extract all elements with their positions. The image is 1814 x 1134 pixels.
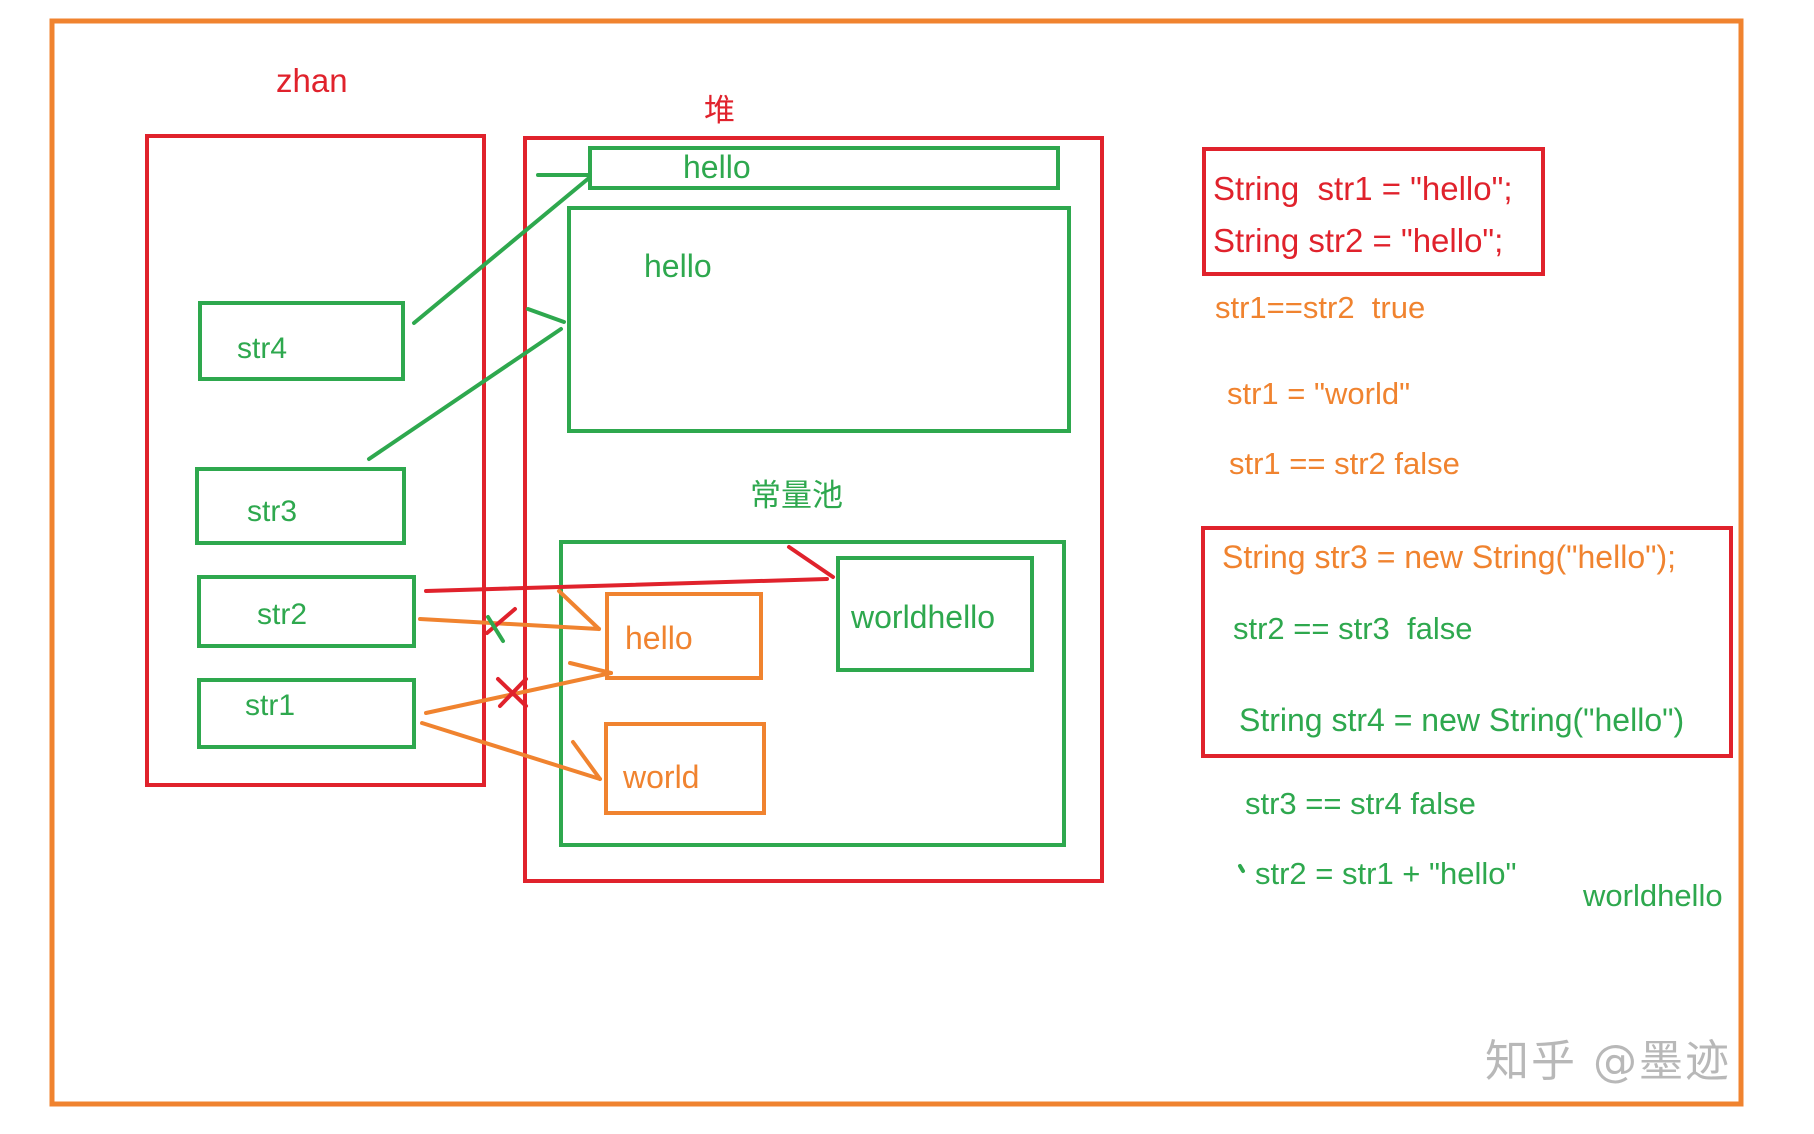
heap-object-hello-2-box [567,206,1071,433]
cross-slash-red [485,607,517,635]
note-compare-1: str1==str2 true [1215,290,1426,325]
heap-object-hello-1-box [588,146,1060,190]
heap-region [523,136,1104,883]
arrow-shaft [418,617,601,631]
code-box-2-line-1: String str3 = new String("hello"); [1222,539,1677,575]
stack-var-str3-label: str3 [247,495,298,528]
arrow-head [571,740,602,781]
code-box-2-line-2: str2 == str3 false [1233,611,1473,646]
stack-var-str2-box [197,575,416,648]
constant-pool-region [559,540,1066,847]
pool-hello-label: hello [625,620,693,656]
ref-str1-to-pool-world [420,721,602,781]
cross-slash-2 [498,677,528,708]
code-box-1-line-2: String str2 = "hello"; [1213,222,1504,259]
ref-str4-to-heap-hello-1 [412,173,591,325]
heap-title: 堆 [704,93,735,129]
note-compare-3: str3 == str4 false [1245,786,1476,821]
stack-title: zhan [276,62,348,99]
note-compare-2: str1 == str2 false [1229,446,1460,481]
arrow-head [787,545,835,579]
arrow-shaft [424,577,829,593]
outer-frame [49,18,1744,1107]
pool-worldhello-box [836,556,1034,672]
arrow-head [557,589,601,631]
stack-var-str3-box [195,467,406,545]
cross-mark-str2-hello [485,607,517,643]
arrow-shaft [420,721,602,781]
arrow-head [526,307,566,324]
heap-object-hello-1-label: hello [683,149,751,185]
code-box-1-line-1: String str1 = "hello"; [1213,170,1513,207]
stack-var-str1-label: str1 [245,689,296,722]
stack-var-str4-label: str4 [237,332,288,365]
ref-str2-to-pool-hello [418,589,601,631]
arrow-shaft [424,671,613,715]
code-box-2 [1201,526,1733,758]
ref-str3-to-heap-hello-2 [367,307,566,461]
pool-worldhello-label: worldhello [851,599,996,635]
arrow-shaft [412,176,591,325]
arrow-shaft [367,327,563,461]
code-box-2-line-3: String str4 = new String("hello") [1239,702,1685,738]
ref-str2-to-pool-worldhello [424,545,835,593]
pool-world-box [604,722,766,815]
heap-object-hello-2-label: hello [644,248,712,284]
stray-pen-mark [1238,864,1245,873]
note-assign-2: str2 = str1 + "hello" [1255,856,1517,891]
cross-mark-str1-hello [496,677,528,708]
note-assign-1: str1 = "world" [1227,376,1411,411]
code-box-1 [1202,147,1545,276]
ref-str1-to-pool-hello [424,661,613,715]
stack-var-str2-label: str2 [257,598,308,631]
watermark: 知乎 @墨迹 [1485,1036,1731,1087]
stack-var-str1-box [197,678,416,749]
pool-world-label: world [623,759,700,795]
note-result: worldhello [1583,878,1723,913]
stack-region [145,134,486,787]
constant-pool-title: 常量池 [750,478,843,514]
cross-slash-green [486,615,505,643]
stack-var-str4-box [198,301,405,381]
arrow-head [568,661,613,675]
pool-hello-box [605,592,763,680]
